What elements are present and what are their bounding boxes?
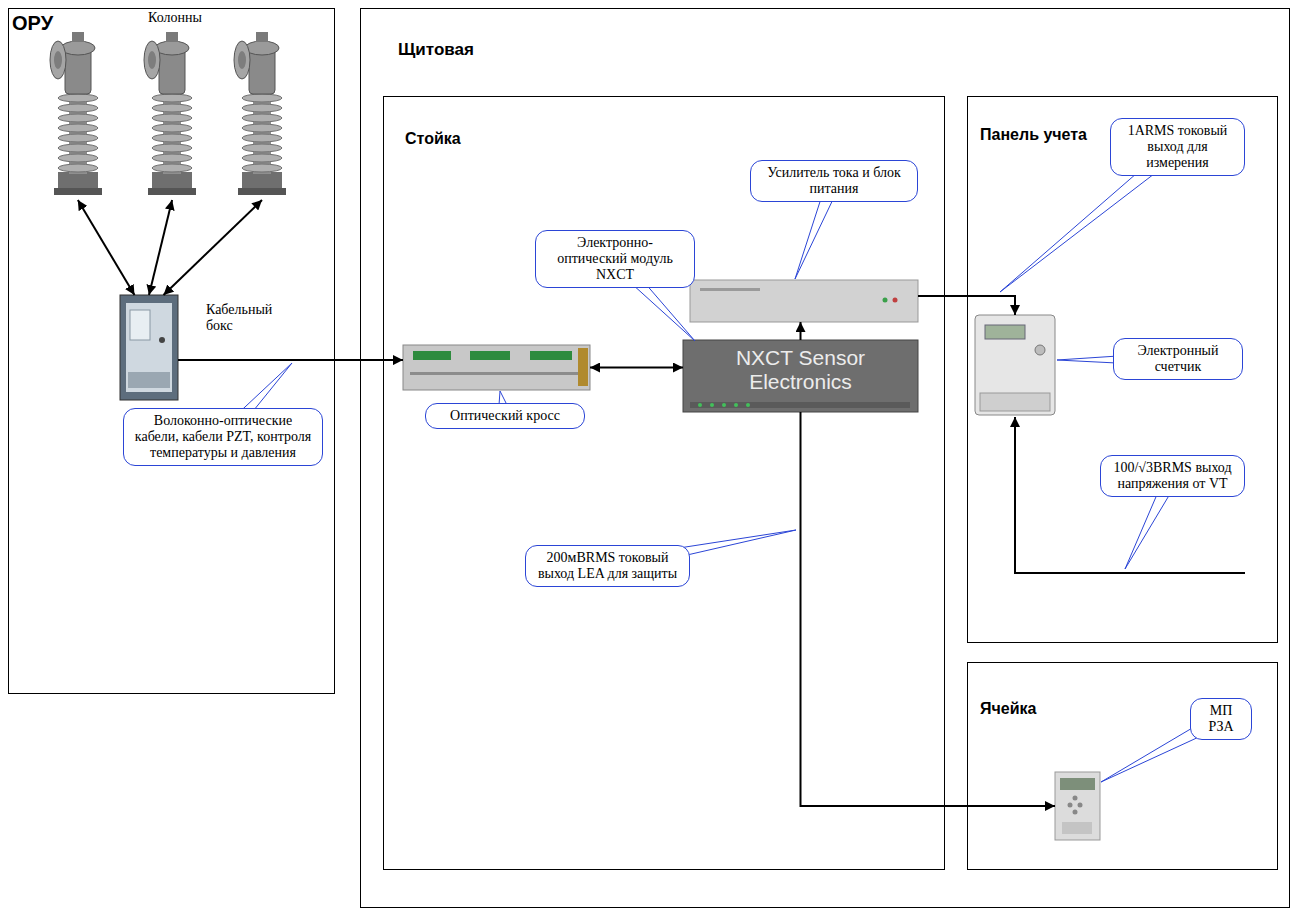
nxct-module-picture xyxy=(734,403,738,407)
nxct-module-picture xyxy=(683,340,918,412)
nxct-module-picture xyxy=(746,403,750,407)
relay-device: МП РЗА xyxy=(1055,772,1100,840)
meter-picture xyxy=(980,393,1050,411)
optical-cross-picture xyxy=(413,351,451,360)
column-picture xyxy=(144,32,196,195)
meter-picture xyxy=(975,315,1055,415)
nxct-module-picture xyxy=(690,402,910,408)
connector-arrow xyxy=(78,200,135,295)
voltage-wire xyxy=(1015,417,1245,573)
amplifier-picture xyxy=(690,280,918,322)
optical-cross: Оптический кросс xyxy=(403,345,590,390)
callout-text: Электронный счетчик xyxy=(1113,338,1243,380)
optical-cross-picture xyxy=(578,348,588,386)
connector-arrow xyxy=(801,412,1056,806)
optical-cross-picture xyxy=(470,351,510,360)
connector-arrow xyxy=(800,322,802,340)
cell-box: МП РЗА Ячейка xyxy=(967,662,1278,870)
nxct-module-picture xyxy=(683,340,918,412)
cable-box-picture xyxy=(159,337,165,343)
meter-picture xyxy=(1035,345,1045,355)
rack-box: Усилитель тока и блок питанияNXCT Sensor… xyxy=(383,96,945,870)
area-title: Щитовая xyxy=(398,40,474,60)
edge-callout: 200мВRMS токовый выход LEA для защиты xyxy=(525,545,690,587)
cable-box: Кабельный бокс xyxy=(120,295,178,400)
cable-box-picture xyxy=(120,295,178,400)
panel-box: Электронный счетчик Панель учета xyxy=(967,96,1278,643)
callout-text: МП РЗА xyxy=(1190,698,1252,740)
relay-picture xyxy=(1055,772,1100,840)
connector-arrow xyxy=(918,296,1015,315)
edge-callout: 1ARMS токовый выход для измерения xyxy=(1110,118,1245,176)
cable-box-picture xyxy=(120,295,178,400)
caption-text: Колонны xyxy=(30,10,320,26)
amplifier-picture xyxy=(700,288,760,291)
optical-cross-picture xyxy=(403,345,590,390)
column-pictures xyxy=(50,32,286,195)
amplifier-unit: Усилитель тока и блок питания xyxy=(690,280,918,322)
area-title: Панель учета xyxy=(980,126,1087,144)
optical-cross-picture xyxy=(410,372,578,375)
relay-picture xyxy=(1068,803,1073,808)
energy-meter: Электронный счетчик xyxy=(975,315,1055,415)
connector-arrow xyxy=(178,359,403,361)
cable-box-picture xyxy=(126,303,172,392)
caption-text: Кабельный бокс xyxy=(206,302,296,334)
amplifier-picture xyxy=(893,298,898,303)
column-group: Колонны xyxy=(30,8,320,200)
signal-callout: 100/√3ВRMS выход напряжения от VT xyxy=(1100,455,1245,497)
area-title: Стойка xyxy=(405,130,461,148)
meter-picture xyxy=(975,315,1055,415)
nxct-module-picture xyxy=(710,403,714,407)
relay-picture xyxy=(1073,796,1078,801)
relay-picture xyxy=(1062,822,1092,834)
edge-callout: Волоконно-оптические кабели, кабели PZT,… xyxy=(123,408,323,466)
callout-text: Оптический кросс xyxy=(425,403,585,429)
cable-box-picture xyxy=(128,372,170,388)
column-picture xyxy=(50,32,102,195)
relay-picture xyxy=(1073,810,1078,815)
area-box: КолонныКабельный бокс ОРУ xyxy=(8,8,335,694)
connector-arrow xyxy=(164,200,263,295)
amplifier-picture xyxy=(690,280,918,322)
area-title: Ячейка xyxy=(980,700,1036,718)
optical-cross-picture xyxy=(403,345,590,390)
callout-text: Электронно-оптический модуль NXCT xyxy=(535,230,695,288)
optical-cross-picture xyxy=(530,351,572,360)
nxct-module-picture xyxy=(698,403,702,407)
connector-arrow xyxy=(590,367,683,369)
area-title: ОРУ xyxy=(12,12,53,35)
sensor-module: NXCT Sensor ElectronicsЭлектронно-оптиче… xyxy=(683,340,918,412)
cable-box-picture xyxy=(130,310,150,340)
nxct-module-picture xyxy=(722,403,726,407)
column-picture xyxy=(234,32,286,195)
relay-picture xyxy=(1078,803,1083,808)
device-face-text: NXCT Sensor Electronics xyxy=(683,340,918,400)
connector-arrow xyxy=(149,200,172,295)
relay-picture xyxy=(1055,772,1100,840)
meter-picture xyxy=(985,325,1025,339)
callout-text: Усилитель тока и блок питания xyxy=(750,160,918,202)
relay-picture xyxy=(1060,778,1095,790)
amplifier-picture xyxy=(883,298,888,303)
